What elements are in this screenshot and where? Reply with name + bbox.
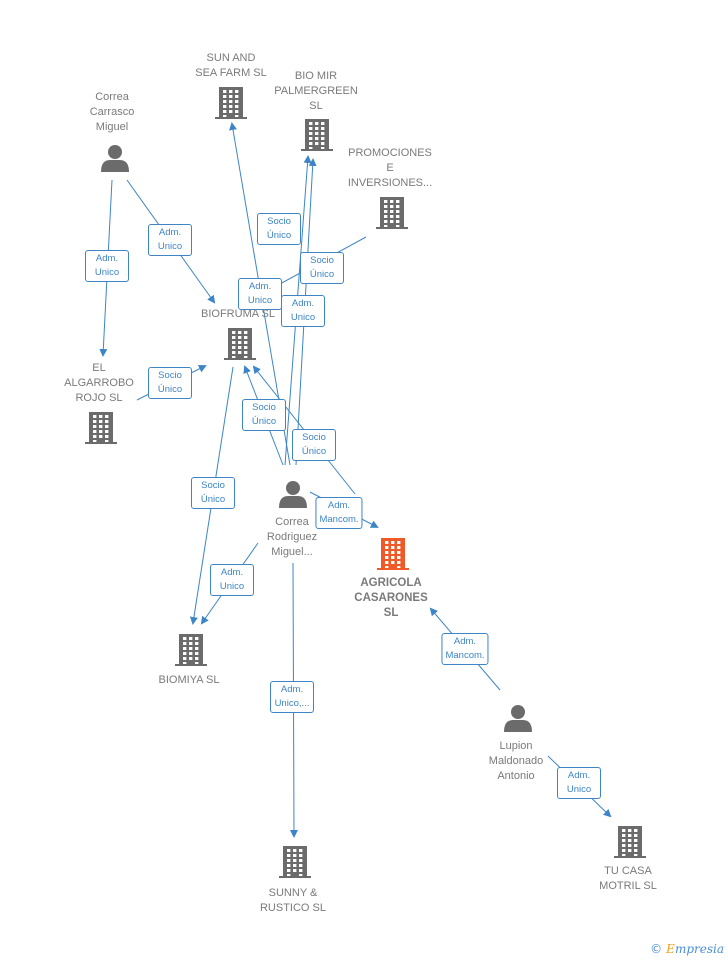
empresia-brand: ©Empresia <box>650 942 724 956</box>
node-label-bio-mir[interactable]: BIO MIR PALMERGREEN SL <box>274 70 358 112</box>
person-icon[interactable] <box>101 145 129 172</box>
edge-label[interactable]: Adm. Mancom. <box>441 633 489 665</box>
building-icon[interactable] <box>377 538 409 570</box>
edge-label[interactable]: Adm. Unico <box>210 564 254 596</box>
node-label-sunny[interactable]: SUNNY & RUSTICO SL <box>259 887 327 914</box>
edge-label[interactable]: Socio Único <box>257 213 301 245</box>
edge-label[interactable]: Adm. Unico <box>281 295 325 327</box>
node-label-lupion[interactable]: Lupion Maldonado Antonio <box>488 740 544 782</box>
edge-label[interactable]: Socio Único <box>242 399 286 431</box>
node-label-agricola[interactable]: AGRICOLA CASARONES SL <box>354 577 428 619</box>
building-icon[interactable] <box>175 634 207 666</box>
building-icon[interactable] <box>376 197 408 229</box>
node-label-promociones[interactable]: PROMOCIONES E INVERSIONES... <box>347 147 433 189</box>
building-icon[interactable] <box>85 412 117 444</box>
edge-label[interactable]: Socio Único <box>148 367 192 399</box>
person-icon[interactable] <box>279 481 307 508</box>
node-label-sun-and-sea[interactable]: SUN AND SEA FARM SL <box>195 52 267 79</box>
edge-label[interactable]: Adm. Unico,... <box>270 681 314 713</box>
edge-label[interactable]: Adm. Unico <box>85 250 129 282</box>
building-icon[interactable] <box>301 119 333 151</box>
edge-label[interactable]: Socio Único <box>300 252 344 284</box>
node-label-biofruma[interactable]: BIOFRUMA SL <box>201 308 275 320</box>
node-label-tu-casa[interactable]: TU CASA MOTRIL SL <box>599 865 657 892</box>
edge-label[interactable]: Adm. Unico <box>148 224 192 256</box>
person-icon[interactable] <box>504 705 532 732</box>
node-label-correa-carrasco[interactable]: Correa Carrasco Miguel <box>89 91 135 133</box>
edge-label[interactable]: Adm. Unico <box>557 767 601 799</box>
node-label-correa-rodriguez[interactable]: Correa Rodriguez Miguel... <box>266 516 318 558</box>
brand-name: mpresia <box>674 942 724 956</box>
node-label-el-algarrobo[interactable]: EL ALGARROBO ROJO SL <box>64 362 134 404</box>
building-icon[interactable] <box>279 846 311 878</box>
copyright-symbol: © <box>650 942 663 956</box>
brand-initial: E <box>666 942 675 956</box>
node-label-biomiya[interactable]: BIOMIYA SL <box>158 674 220 686</box>
building-icon[interactable] <box>224 328 256 360</box>
edge-label[interactable]: Adm. Mancom. <box>315 497 363 529</box>
building-icon[interactable] <box>215 87 247 119</box>
edge-label[interactable]: Adm. Unico <box>238 278 282 310</box>
building-icon[interactable] <box>614 826 646 858</box>
edge-label[interactable]: Socio Único <box>191 477 235 509</box>
edge-label[interactable]: Socio Único <box>292 429 336 461</box>
